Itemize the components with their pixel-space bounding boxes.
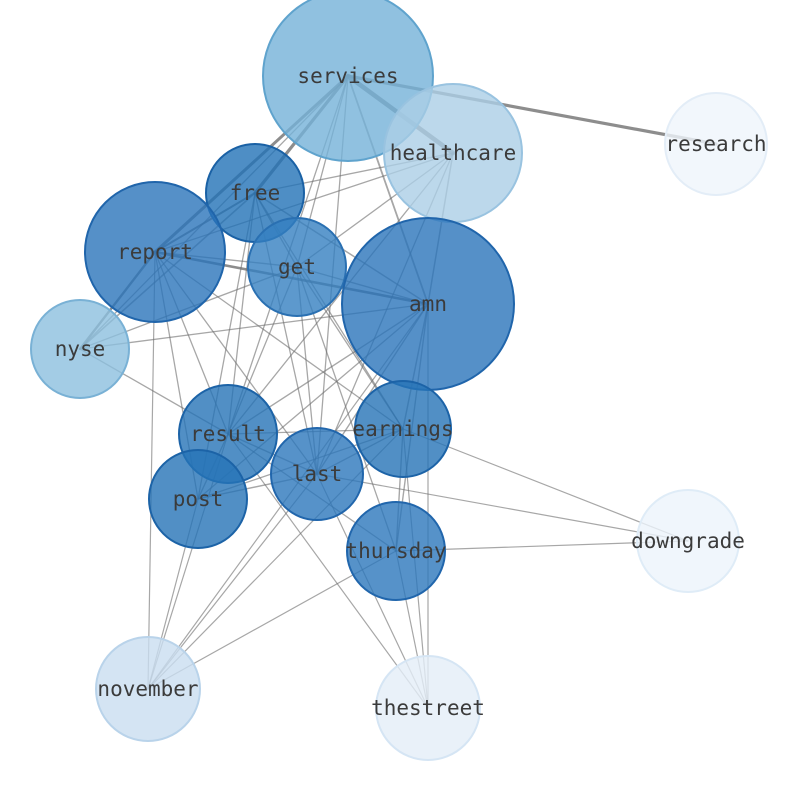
- node-thursday-label: thursday: [345, 539, 446, 563]
- node-post-label: post: [173, 487, 224, 511]
- edge-get-thursday: [296, 266, 397, 552]
- node-earnings-label: earnings: [352, 417, 453, 441]
- node-amn-label: amn: [409, 292, 447, 316]
- node-services-label: services: [297, 64, 398, 88]
- node-report-circle: [84, 181, 226, 323]
- node-nyse-circle: [30, 299, 130, 399]
- node-thursday-circle: [346, 501, 446, 601]
- node-research-circle: [664, 92, 768, 196]
- node-last-circle: [270, 427, 364, 521]
- node-free-label: free: [230, 181, 281, 205]
- node-nyse-label: nyse: [55, 337, 106, 361]
- nodes-layer: [30, 0, 768, 761]
- edge-result-thestreet: [227, 433, 429, 709]
- node-november-label: november: [97, 677, 198, 701]
- node-post-circle: [148, 449, 248, 549]
- node-downgrade-label: downgrade: [631, 529, 745, 553]
- node-result-label: result: [190, 422, 266, 446]
- labels-layer: services healthcare research free report get a…: [55, 64, 767, 720]
- node-get-circle: [247, 217, 347, 317]
- node-get-label: get: [278, 255, 316, 279]
- node-downgrade-circle: [636, 489, 740, 593]
- node-thestreet-label: thestreet: [371, 696, 485, 720]
- node-earnings-circle: [354, 380, 452, 478]
- node-services-circle: [262, 0, 434, 162]
- edge-report-november: [147, 251, 156, 690]
- node-research-label: research: [665, 132, 766, 156]
- node-november-circle: [95, 636, 201, 742]
- node-thestreet-circle: [375, 655, 481, 761]
- node-report-label: report: [117, 240, 193, 264]
- node-last-label: last: [292, 462, 343, 486]
- edge-last-downgrade: [316, 473, 689, 542]
- node-healthcare-label: healthcare: [390, 141, 516, 165]
